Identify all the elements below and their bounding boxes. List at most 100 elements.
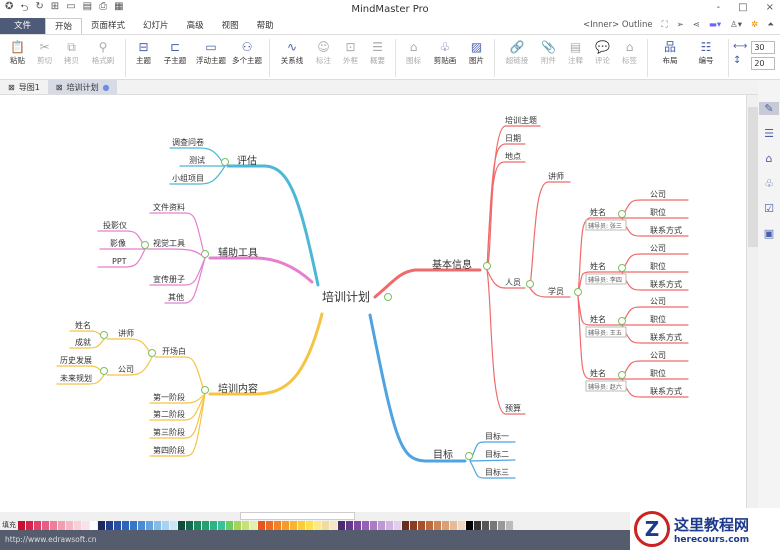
color-swatch[interactable] xyxy=(18,520,25,530)
color-swatch[interactable] xyxy=(466,520,473,530)
color-swatch[interactable] xyxy=(442,520,449,530)
color-swatch[interactable] xyxy=(50,520,57,530)
color-swatch[interactable] xyxy=(154,520,161,530)
student-name[interactable]: 姓名 xyxy=(590,207,606,217)
color-swatch[interactable] xyxy=(138,520,145,530)
topic-basic-info[interactable]: 基本信息 xyxy=(432,258,472,271)
topic-future[interactable]: 未来规划 xyxy=(60,373,92,383)
copy-button[interactable]: ⧉拷贝 xyxy=(58,39,85,77)
central-topic[interactable]: 培训计划 xyxy=(322,289,370,304)
color-swatch[interactable] xyxy=(322,520,329,530)
topic-goal-2[interactable]: 目标二 xyxy=(485,449,509,459)
student-field[interactable]: 公司 xyxy=(650,190,666,199)
color-swatch[interactable] xyxy=(394,520,401,530)
print-button[interactable]: ⎙ xyxy=(99,0,108,12)
color-swatch[interactable] xyxy=(490,520,497,530)
website-link[interactable]: http://www.edrawsoft.cn xyxy=(5,535,97,544)
user-avatar[interactable]: ▬▾ xyxy=(708,20,722,30)
color-swatch[interactable] xyxy=(362,520,369,530)
topic-goals[interactable]: 目标 xyxy=(433,449,453,461)
topic-stage-2[interactable]: 第二阶段 xyxy=(153,409,185,419)
menu-advanced[interactable]: 高级 xyxy=(186,21,204,31)
topic-date[interactable]: 日期 xyxy=(505,134,521,143)
topic-opening[interactable]: 开场白 xyxy=(162,346,186,356)
format-panel-icon[interactable]: ✎ xyxy=(759,102,779,115)
color-swatch[interactable] xyxy=(378,520,385,530)
paste-button[interactable]: 📋粘贴 xyxy=(4,39,31,77)
color-swatch[interactable] xyxy=(74,520,81,530)
icon-panel-icon[interactable]: ⌂ xyxy=(765,152,773,165)
color-swatch[interactable] xyxy=(226,520,233,530)
cut-button[interactable]: ✂剪切 xyxy=(31,39,58,77)
topic-video[interactable]: 影像 xyxy=(110,238,126,248)
tag-button[interactable]: ⌂标签 xyxy=(616,39,643,77)
color-swatch[interactable] xyxy=(410,520,417,530)
color-swatch[interactable] xyxy=(42,520,49,530)
undo-button[interactable]: ⮌ xyxy=(20,2,29,14)
save-button[interactable]: ▤ xyxy=(82,0,93,12)
color-swatch[interactable] xyxy=(146,520,153,530)
color-swatch[interactable] xyxy=(178,520,185,530)
scroll-thumb[interactable] xyxy=(748,107,758,247)
layout-button[interactable]: 品布局 xyxy=(652,39,688,77)
send-icon[interactable]: ➢ xyxy=(676,20,684,30)
color-swatch[interactable] xyxy=(90,520,97,530)
scroll-thumb[interactable] xyxy=(240,512,355,520)
color-swatch[interactable] xyxy=(82,520,89,530)
outline-label[interactable]: <Inner> Outline xyxy=(582,20,653,30)
color-swatch[interactable] xyxy=(506,520,513,530)
tab-training-plan[interactable]: ⊠培训计划● xyxy=(47,80,118,94)
note-button[interactable]: ▤注释 xyxy=(562,39,589,77)
student-field[interactable]: 公司 xyxy=(650,244,666,253)
topic-people[interactable]: 人员 xyxy=(505,278,521,287)
color-swatch[interactable] xyxy=(354,520,361,530)
color-swatch[interactable] xyxy=(426,520,433,530)
topic-achievement[interactable]: 成就 xyxy=(75,337,91,347)
color-swatch[interactable] xyxy=(234,520,241,530)
color-swatch[interactable] xyxy=(114,520,121,530)
color-swatch[interactable] xyxy=(306,520,313,530)
open-button[interactable]: ▭ xyxy=(66,0,76,12)
color-swatch[interactable] xyxy=(290,520,297,530)
hyperlink-button[interactable]: 🔗超链接 xyxy=(499,39,535,77)
color-swatch[interactable] xyxy=(402,520,409,530)
fullscreen-icon[interactable]: ⛶ xyxy=(661,20,668,30)
clipart-panel-icon[interactable]: ♧ xyxy=(764,177,774,190)
color-swatch[interactable] xyxy=(98,520,105,530)
topic-visual-tools[interactable]: 视觉工具 xyxy=(153,238,185,248)
share-icon[interactable]: ⋖ xyxy=(692,20,700,30)
color-swatch[interactable] xyxy=(266,520,273,530)
image-button[interactable]: ▨图片 xyxy=(463,39,490,77)
color-swatch[interactable] xyxy=(26,520,33,530)
subtopic-button[interactable]: ⊏子主题 xyxy=(157,39,193,77)
new-button[interactable]: ⊞ xyxy=(50,0,60,12)
color-swatch[interactable] xyxy=(338,520,345,530)
topic-other[interactable]: 其他 xyxy=(168,292,184,302)
menu-help[interactable]: 帮助 xyxy=(256,21,274,31)
topic-survey[interactable]: 调查问卷 xyxy=(172,137,204,147)
topic-projector[interactable]: 投影仪 xyxy=(103,220,127,230)
topic-evaluation[interactable]: 评估 xyxy=(237,154,257,167)
topic-history[interactable]: 历史发展 xyxy=(60,355,92,365)
color-swatch[interactable] xyxy=(122,520,129,530)
color-swatch[interactable] xyxy=(58,520,65,530)
close-button[interactable]: × xyxy=(765,2,774,13)
student-field[interactable]: 联系方式 xyxy=(650,332,682,342)
topic-name[interactable]: 姓名 xyxy=(75,320,91,330)
menu-page-style[interactable]: 页面样式 xyxy=(91,21,126,31)
topic-test[interactable]: 测试 xyxy=(189,155,205,165)
color-swatch[interactable] xyxy=(298,520,305,530)
color-swatch[interactable] xyxy=(242,520,249,530)
icon-button[interactable]: ⌂图标 xyxy=(400,39,427,77)
color-swatch[interactable] xyxy=(474,520,481,530)
comment-button[interactable]: 💬评论 xyxy=(589,39,616,77)
vertical-spacing-input[interactable]: 20 xyxy=(751,57,776,70)
mindmap-canvas[interactable]: 培训计划 基本信息 培训主题 日期 地点 人员 预算 讲师 学员 姓名辅导员: … xyxy=(0,95,746,512)
topic-button[interactable]: ⊟主题 xyxy=(130,39,157,77)
floating-topic-button[interactable]: ▭浮动主题 xyxy=(193,39,229,77)
maximize-button[interactable]: □ xyxy=(738,2,748,13)
color-swatch[interactable] xyxy=(170,520,177,530)
color-swatch[interactable] xyxy=(258,520,265,530)
color-swatch[interactable] xyxy=(130,520,137,530)
student-field[interactable]: 联系方式 xyxy=(650,386,682,396)
